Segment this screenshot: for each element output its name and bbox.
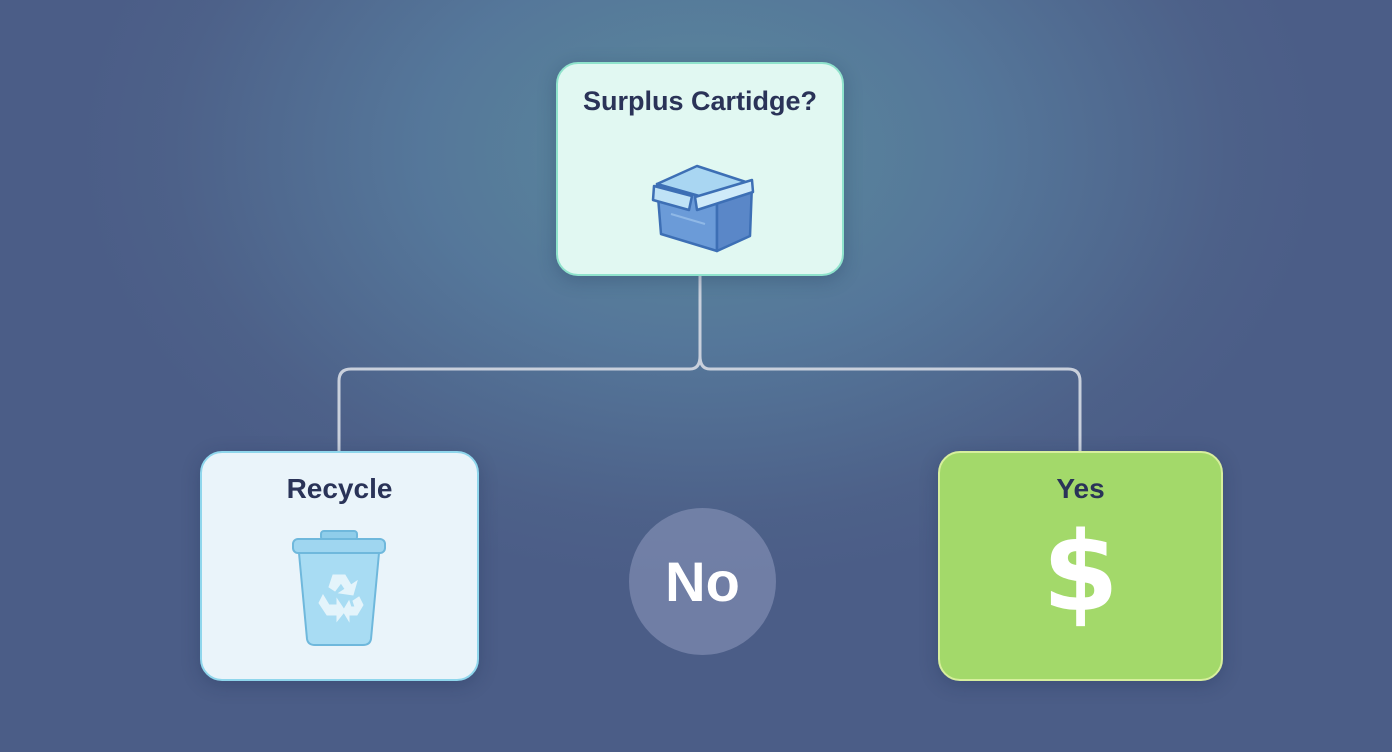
yes-node: Yes $ — [938, 451, 1223, 681]
root-node-label: Surplus Cartidge? — [582, 86, 818, 116]
no-badge-label: No — [665, 550, 740, 613]
recycle-bin-icon — [292, 530, 386, 646]
recycle-node-label: Recycle — [286, 473, 393, 504]
connector-root-stem — [689, 276, 702, 371]
dollar-icon: $ — [1042, 508, 1119, 636]
box-icon — [651, 164, 755, 253]
root-node-surplus-cartridge: Surplus Cartidge? — [556, 62, 844, 276]
connector-root-stem-right — [698, 355, 711, 371]
connector-to-yes — [710, 367, 1082, 451]
no-decision-badge: No — [629, 508, 776, 655]
connector-to-recycle — [337, 367, 690, 451]
recycle-node: Recycle — [200, 451, 479, 681]
yes-node-label: Yes — [1056, 473, 1105, 504]
